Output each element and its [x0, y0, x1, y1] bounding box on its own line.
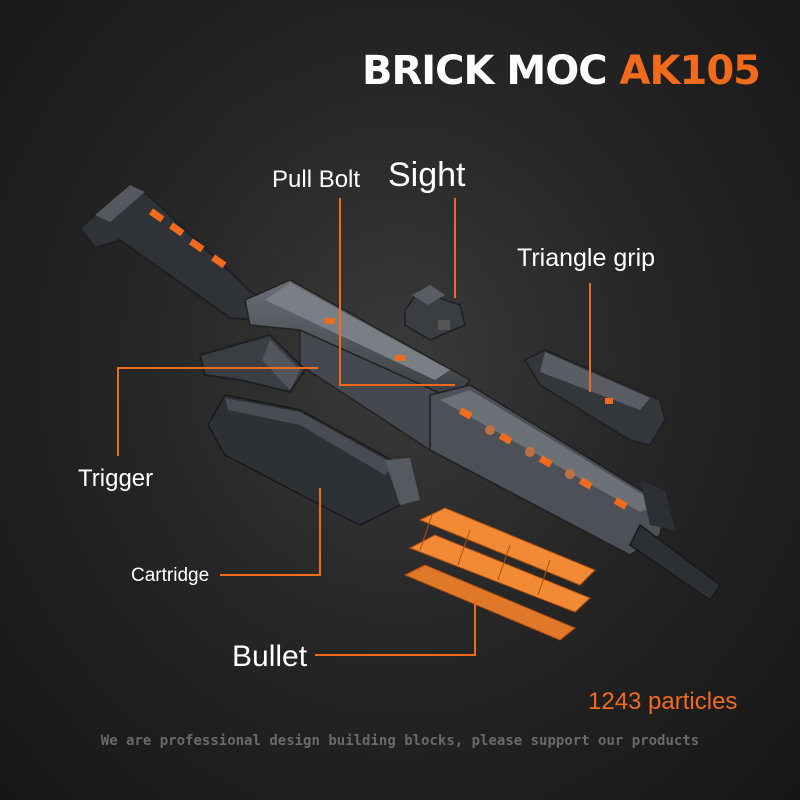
tagline: We are professional design building bloc…: [100, 733, 700, 749]
cartridge-label: Cartridge: [131, 565, 210, 586]
triangle-grip-label: Triangle grip: [517, 244, 656, 272]
bullet-line: [315, 600, 476, 656]
pull-bolt-line: [339, 198, 455, 386]
particle-count: 1243 particles: [588, 688, 738, 715]
trigger-label: Trigger: [78, 465, 154, 492]
sight-part: [404, 285, 466, 341]
bullet-label: Bullet: [232, 640, 308, 673]
title-model: AK105: [619, 48, 761, 94]
bullets-part: [403, 507, 596, 641]
cartridge-line: [220, 488, 321, 576]
triangle-grip-part: [523, 349, 666, 446]
cartridge-part: [207, 394, 420, 526]
product-title: BRICK MOC AK105: [361, 48, 761, 94]
stock: [78, 183, 262, 322]
callout-lines: [117, 198, 591, 656]
trigger-line: [117, 367, 318, 456]
title-main: BRICK MOC: [361, 48, 608, 94]
receiver: [244, 279, 472, 451]
pistol-grip: [198, 333, 307, 394]
pull-bolt-label: Pull Bolt: [272, 166, 361, 193]
handguard: [429, 384, 722, 602]
sight-label: Sight: [388, 156, 466, 194]
